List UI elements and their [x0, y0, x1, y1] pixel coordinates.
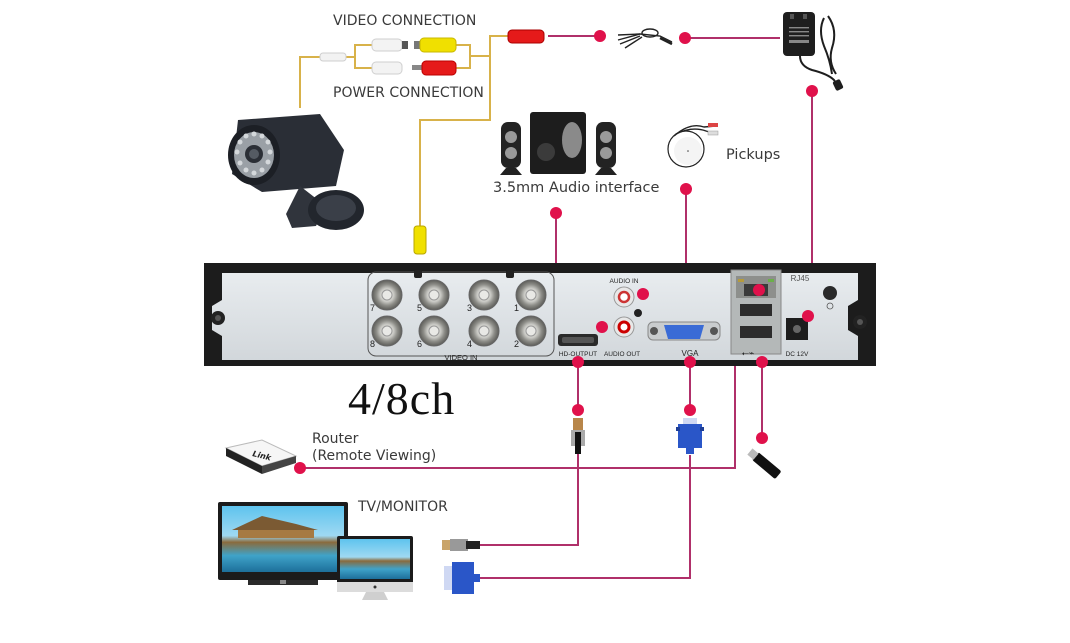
bnc-port-center [478, 325, 490, 337]
channel-number-label: 8 [370, 339, 375, 349]
video-connection-label: VIDEO CONNECTION [333, 13, 477, 29]
bnc-port-center [525, 325, 537, 337]
router-remote-viewing-label: (Remote Viewing) [312, 448, 437, 464]
connector-dot [806, 85, 818, 97]
vga-cable-icon [676, 418, 704, 454]
usb-port [740, 304, 772, 316]
rj45-label: RJ45 [791, 274, 810, 283]
connector-dot [756, 356, 768, 368]
channel-number-label: 2 [514, 339, 519, 349]
channel-number-label: 3 [467, 303, 472, 313]
audio-in-label: AUDIO IN [610, 278, 639, 285]
connector-dot [637, 288, 649, 300]
connector-dot [596, 321, 608, 333]
connector-dot [684, 356, 696, 368]
audio-out-label: AUDIO OUT [604, 351, 640, 358]
vga-label: VGA [682, 349, 700, 358]
audio-interface-label: 3.5mm Audio interface [493, 180, 660, 196]
camera-bnc-plug-icon [413, 225, 427, 255]
hdmi-plug-icon [442, 539, 480, 551]
bnc-port-center [428, 325, 440, 337]
connector-dot [753, 284, 765, 296]
bnc-port-center [428, 289, 440, 301]
microphone-pickup-icon [667, 123, 719, 168]
connector-dot [756, 432, 768, 444]
bnc-port-center [525, 289, 537, 301]
vga-plug-icon [444, 562, 480, 594]
connector-dot [550, 207, 562, 219]
tv-icon [218, 502, 348, 585]
tv-monitor-label: TV/MONITOR [358, 499, 448, 515]
connector-dot [802, 310, 814, 322]
connector-dot [680, 183, 692, 195]
bnc-ports: 7 5 3 1 8 6 4 2 [370, 225, 547, 349]
ground-screw-icon [823, 286, 837, 300]
channel-number-label: 4 [467, 339, 472, 349]
usb-symbol-icon: ⭠⌁ [742, 348, 755, 358]
speakers-icon [500, 112, 617, 175]
connector-dot [572, 404, 584, 416]
usb-port [740, 326, 772, 338]
channel-count-title: 4/8ch [348, 373, 456, 424]
power-splitter-icon [617, 28, 673, 49]
cctv-camera-icon [228, 114, 364, 230]
connector-dot [572, 356, 584, 368]
connector-dots [294, 30, 818, 474]
connector-dot [679, 32, 691, 44]
hdmi-cable-icon [571, 418, 585, 454]
channel-number-label: 1 [514, 303, 519, 313]
channel-number-label: 6 [417, 339, 422, 349]
power-connection-label: POWER CONNECTION [333, 85, 484, 101]
dc-plug-icon [507, 29, 545, 44]
dc-label: DC 12V [786, 351, 809, 358]
channel-number-label: 5 [417, 303, 422, 313]
power-connection-plugs [371, 60, 457, 76]
router-label: Router [312, 431, 359, 447]
video-in-label: VIDEO IN [445, 353, 478, 362]
pickups-label: Pickups [726, 147, 781, 163]
connector-dot [684, 404, 696, 416]
camera-plug-icon [319, 52, 347, 62]
bnc-port-center [478, 289, 490, 301]
camera-cable [299, 35, 508, 232]
power-adapter-icon [783, 12, 844, 91]
video-connection-plugs [371, 37, 457, 53]
connector-dot [294, 462, 306, 474]
video-in-frame [367, 271, 555, 357]
bnc-port-center [381, 289, 393, 301]
hd-output-label: HD-OUTPUT [559, 351, 597, 358]
connector-dot [594, 30, 606, 42]
monitor-icon [337, 536, 413, 600]
channel-number-label: 7 [370, 303, 375, 313]
router-icon: Link [224, 439, 298, 474]
usb-drive-icon [747, 448, 781, 479]
bnc-port-center [381, 325, 393, 337]
